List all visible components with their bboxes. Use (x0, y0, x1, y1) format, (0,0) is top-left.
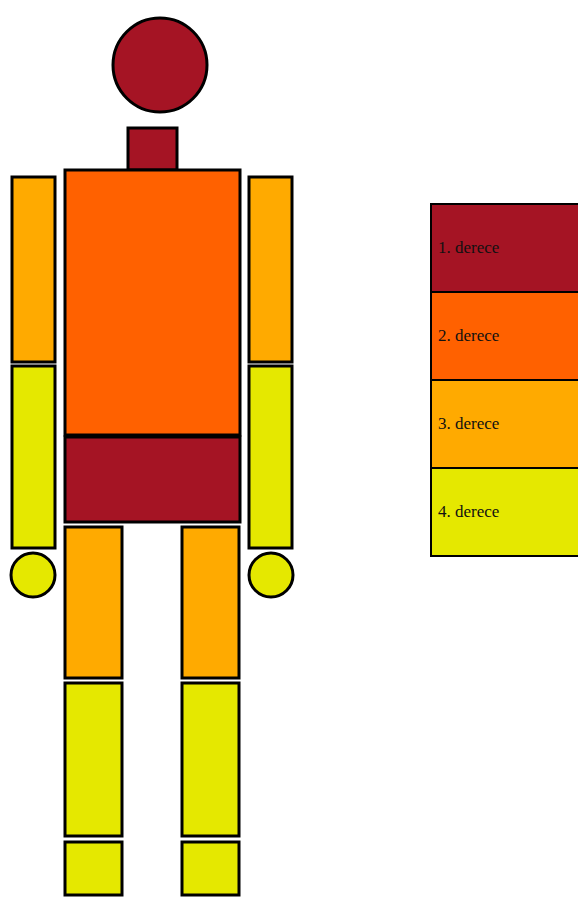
pelvis (65, 437, 240, 522)
neck (128, 128, 177, 170)
forearm (249, 366, 292, 548)
upper-arm (12, 177, 55, 362)
legend-text: 1. derece (438, 238, 499, 258)
forearm (12, 366, 55, 548)
foot (182, 842, 239, 895)
foot (65, 842, 122, 895)
legend-text: 4. derece (438, 502, 499, 522)
legend-swatch: 2. derece (430, 291, 578, 381)
legend-swatch: 4. derece (430, 467, 578, 557)
torso (65, 170, 240, 435)
hand (249, 553, 293, 597)
legend: 1. derece 2. derece 3. derece 4. derece (430, 205, 578, 557)
head (113, 18, 207, 112)
thigh (182, 527, 239, 678)
legend-swatch: 3. derece (430, 379, 578, 469)
legend-text: 3. derece (438, 414, 499, 434)
legend-swatch: 1. derece (430, 203, 578, 293)
hand (11, 553, 55, 597)
shin (65, 683, 122, 836)
upper-arm (249, 177, 292, 362)
legend-text: 2. derece (438, 326, 499, 346)
thigh (65, 527, 122, 678)
shin (182, 683, 239, 836)
